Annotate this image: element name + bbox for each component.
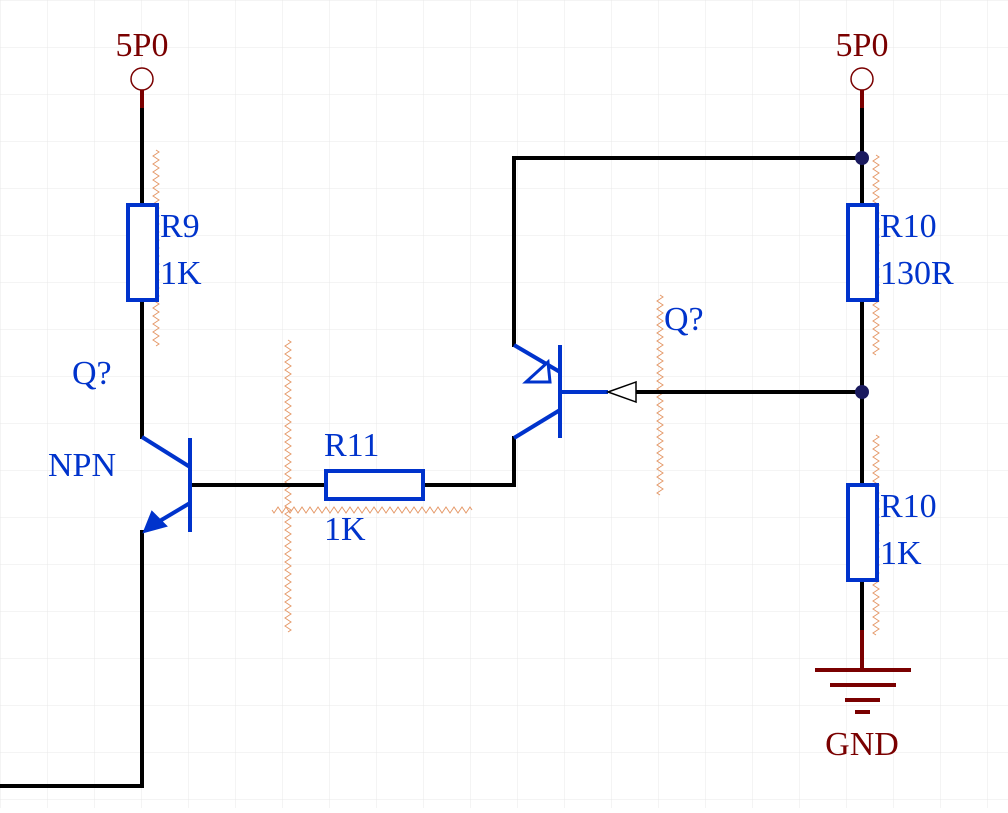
pin-hatch [656,294,664,496]
pnp-emitter-lead [512,343,562,374]
power-port-circle-icon [850,67,874,91]
transistor-pnp[interactable] [512,343,608,440]
power-port-left[interactable]: 5P0 [116,27,169,91]
junction-middle [855,385,869,399]
resistor-r10-bottom[interactable]: R10 1K [846,483,937,582]
resistor-r9-body [126,203,159,302]
npn-emitter-arrow-icon [142,510,168,534]
resistor-r9-ref: R9 [160,208,200,245]
pnp-collector-lead [512,408,562,440]
resistor-r10-bottom-ref: R10 [880,488,937,525]
resistor-r11-value: 1K [324,511,366,548]
ground-symbol[interactable] [815,668,911,714]
resistor-r10-top-value: 130R [880,255,954,292]
power-port-label: 5P0 [836,27,889,64]
resistor-r10-bottom-value: 1K [880,535,922,572]
npn-type: NPN [48,447,116,484]
power-stubs [140,90,864,668]
ground-label: GND [825,726,899,763]
transistor-npn[interactable] [140,435,192,534]
resistor-r10-top-body [846,203,879,302]
pin-hatch [271,506,473,514]
resistor-r9[interactable]: R9 1K [126,203,202,302]
npn-collector-lead [140,435,192,469]
resistor-r10-bottom-body [846,483,879,582]
wires [0,106,864,788]
resistor-r10-top[interactable]: R10 130R [846,203,954,302]
pnp-emitter-arrow-icon [522,358,552,384]
power-port-right[interactable]: 5P0 [836,27,889,91]
resistor-r10-top-ref: R10 [880,208,937,245]
junction-top [855,151,869,165]
resistor-r9-value: 1K [160,255,202,292]
resistor-r11-ref: R11 [324,427,379,464]
resistor-r11-body [324,469,425,501]
npn-ref: Q? [72,355,112,392]
power-port-circle-icon [130,67,154,91]
pnp-ref: Q? [664,301,704,338]
pnp-input-arrow-icon [605,380,637,404]
power-port-label: 5P0 [116,27,169,64]
resistor-r11[interactable]: R11 1K [324,427,425,548]
